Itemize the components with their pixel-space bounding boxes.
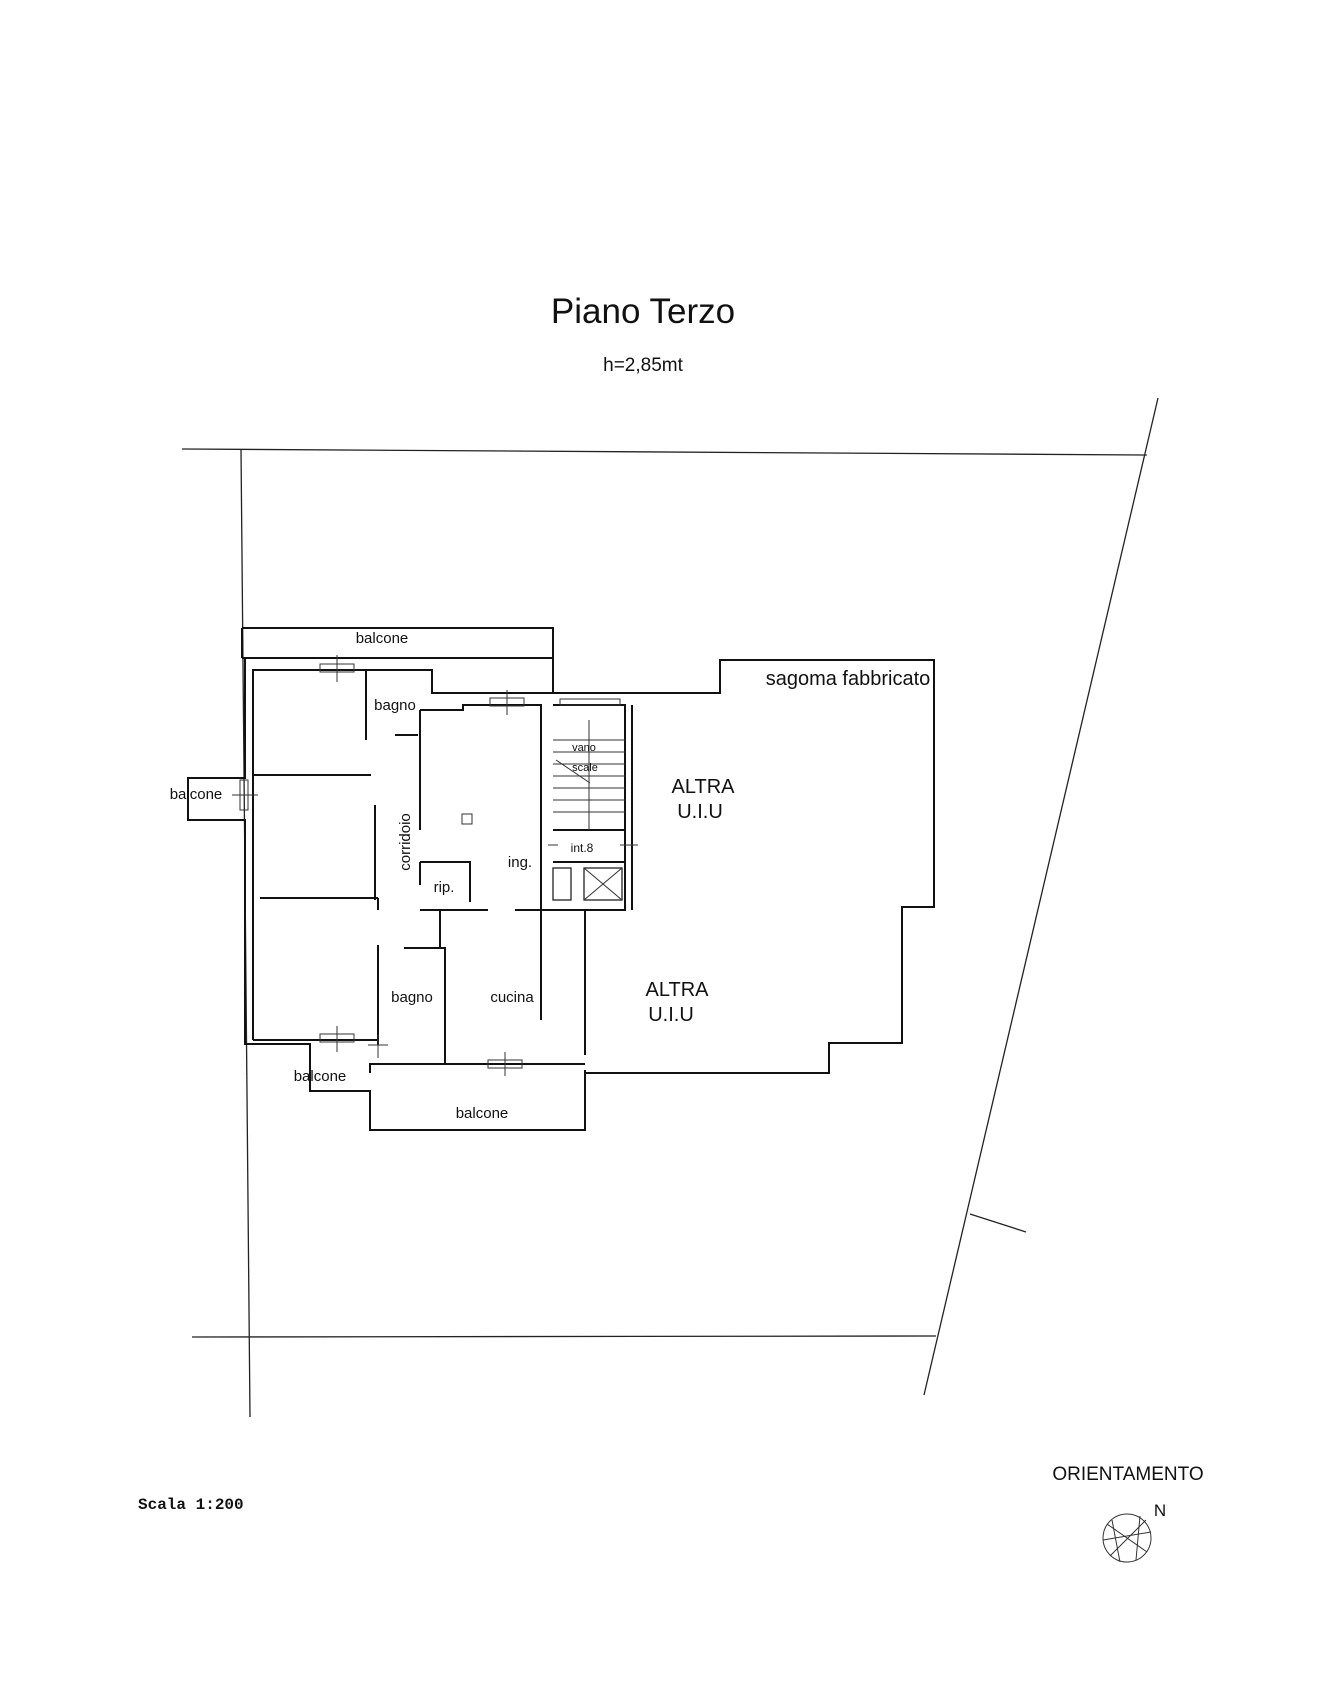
room-label-balcone-bottom: balcone <box>456 1105 509 1122</box>
stair-label-vano: vano <box>572 742 596 754</box>
orientation-label: ORIENTAMENTO <box>1052 1464 1203 1485</box>
stair-core <box>548 720 638 901</box>
stair-label-scale: scale <box>572 762 598 774</box>
pillar-box <box>461 813 473 825</box>
room-label-balcone-left: balcone <box>170 786 223 803</box>
other-unit-lower-line1: ALTRA <box>646 979 710 1001</box>
shaft-box <box>552 867 572 901</box>
elevator-box <box>583 867 623 901</box>
other-unit-upper-line1: ALTRA <box>672 776 736 798</box>
room-label-bagno-top: bagno <box>374 697 416 714</box>
scale-label: Scala 1:200 <box>138 1496 244 1514</box>
room-label-corridoio: corridoio <box>397 813 414 871</box>
unit-number-label: int.8 <box>571 841 594 855</box>
room-label-balcone-bottom-left: balcone <box>294 1068 347 1085</box>
floor-height: h=2,85mt <box>603 355 683 376</box>
building-outline-label: sagoma fabbricato <box>766 668 931 690</box>
site-boundary <box>181 397 1159 1418</box>
room-label-bagno-bottom: bagno <box>391 989 433 1006</box>
other-unit-upper-line2: U.I.U <box>677 801 723 823</box>
stair-treads <box>553 739 625 813</box>
building-outline <box>187 627 935 1131</box>
room-label-rip: rip. <box>434 879 455 896</box>
window-symbols <box>232 655 621 1076</box>
room-label-cucina: cucina <box>490 989 534 1006</box>
room-label-balcone-top: balcone <box>356 630 409 647</box>
north-label: N <box>1154 1501 1166 1520</box>
interior-walls <box>252 669 633 1064</box>
page-title: Piano Terzo <box>551 292 735 331</box>
compass-icon <box>1102 1513 1152 1563</box>
other-unit-lower-line2: U.I.U <box>648 1004 694 1026</box>
room-label-ingresso: ing. <box>508 854 532 871</box>
